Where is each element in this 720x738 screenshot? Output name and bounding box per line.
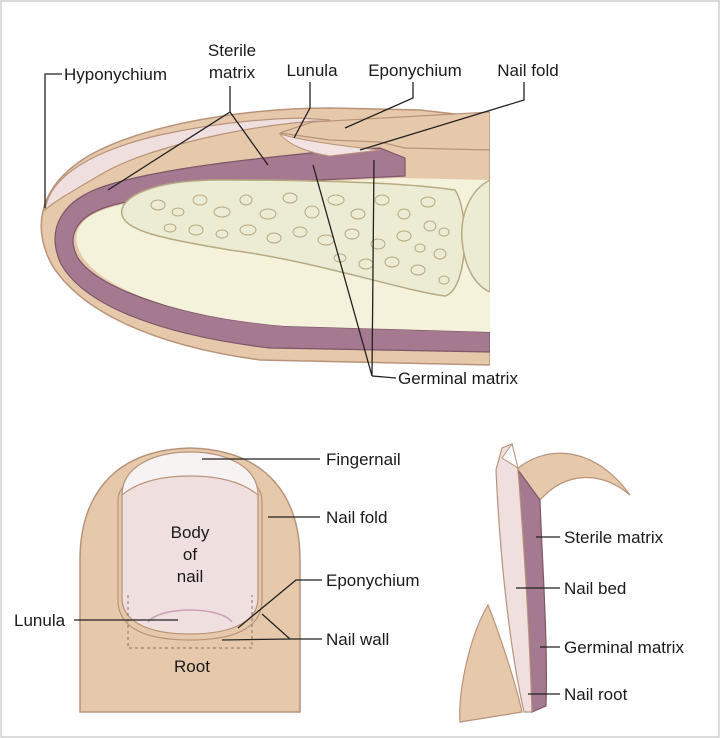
lunula-shape <box>278 133 381 157</box>
label-body-3: nail <box>177 567 203 586</box>
top-leader-lines <box>44 73 525 379</box>
germinal-matrix-leader-1 <box>312 164 373 377</box>
label-nail-root: Nail root <box>564 685 628 704</box>
label-fingernail: Fingernail <box>326 450 401 469</box>
label-eponychium-front: Eponychium <box>326 571 420 590</box>
nail-fold-leader <box>359 82 525 151</box>
matrix-layer <box>54 147 491 353</box>
label-sterile-matrix-1: Sterile <box>208 41 256 60</box>
label-sterile-matrix-side: Sterile matrix <box>564 528 664 547</box>
label-hyponychium: Hyponychium <box>64 65 167 84</box>
label-germinal-matrix: Germinal matrix <box>398 369 518 388</box>
eponychium-flap <box>279 111 491 151</box>
eponychium-leader <box>344 82 414 129</box>
label-nail-bed: Nail bed <box>564 579 626 598</box>
nail-wall-leader-2 <box>221 638 291 641</box>
germinal-matrix-leader-3 <box>371 375 397 379</box>
label-root: Root <box>174 657 210 676</box>
label-lunula: Lunula <box>286 61 338 80</box>
side-leader-lines <box>516 536 560 695</box>
nail-tip-side <box>501 442 519 470</box>
label-body-2: of <box>183 545 197 564</box>
sterile-matrix-leader-2 <box>229 111 269 166</box>
eponychium-curve <box>515 452 631 501</box>
front-leader-lines <box>74 458 322 641</box>
label-nail-fold: Nail fold <box>497 61 558 80</box>
fingernail-free-edge <box>121 451 259 497</box>
hyponychium-leader <box>44 73 62 208</box>
nail-plate <box>44 117 331 212</box>
ventral-skin <box>459 603 523 723</box>
section-clip <box>490 100 530 380</box>
label-body-1: Body <box>171 523 210 542</box>
nail-plate-side <box>495 443 533 713</box>
label-lunula-front: Lunula <box>14 611 66 630</box>
root-dashed-outline <box>127 595 253 649</box>
dorsal-view: Fingernail Nail fold Body of nail Eponyc… <box>14 447 420 713</box>
label-eponychium: Eponychium <box>368 61 462 80</box>
eponychium-front-leader <box>237 579 322 629</box>
lunula-leader <box>293 82 311 139</box>
distal-phalanx-bone <box>121 179 466 297</box>
middle-phalanx-bone <box>461 178 491 294</box>
label-nail-wall: Nail wall <box>326 630 389 649</box>
side-section: Sterile matrix Nail bed Germinal matrix … <box>459 442 684 723</box>
lunula-arc <box>147 609 233 623</box>
longitudinal-section: Hyponychium Sterile matrix Lunula Eponyc… <box>40 41 559 388</box>
label-germinal-matrix-side: Germinal matrix <box>564 638 684 657</box>
label-sterile-matrix-2: matrix <box>209 63 256 82</box>
label-nail-fold-front: Nail fold <box>326 508 387 527</box>
germinal-matrix-leader-2 <box>371 159 375 377</box>
